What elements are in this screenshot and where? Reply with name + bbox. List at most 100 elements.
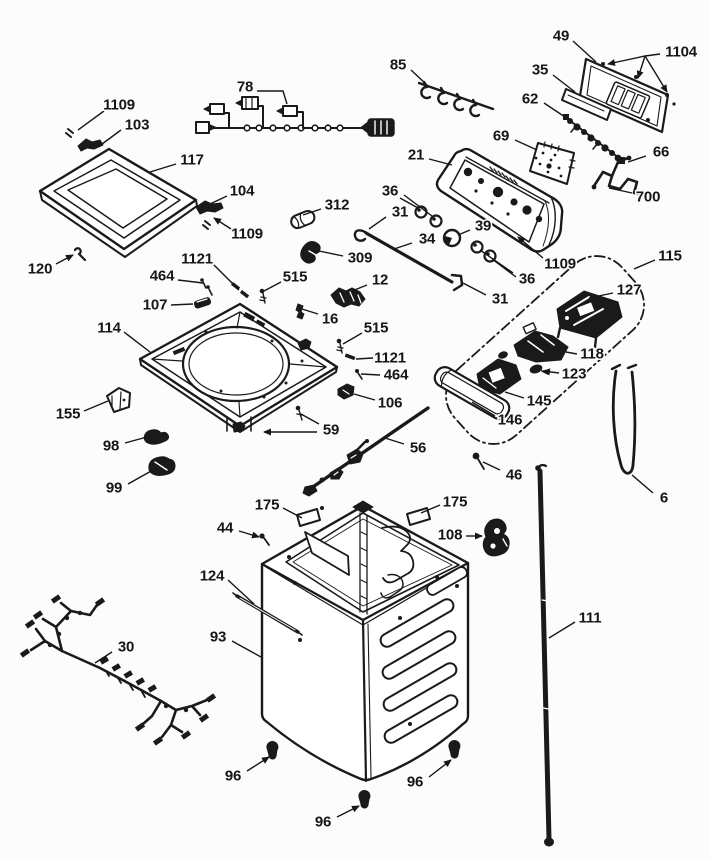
leader-line-175 — [282, 507, 303, 519]
leader-line-145 — [504, 391, 525, 399]
part-label-1121: 1121 — [181, 251, 213, 268]
screw-1109-right-icon — [202, 220, 211, 230]
leader-line-46 — [482, 461, 501, 471]
part-label-117: 117 — [180, 152, 204, 169]
leader-line-21 — [428, 158, 453, 166]
hose-6 — [610, 363, 638, 475]
hinge-103 — [77, 138, 104, 152]
rod-34-31 — [353, 229, 464, 292]
wire-harness-78 — [195, 96, 395, 137]
part-label-39: 39 — [475, 218, 491, 235]
leader-line-464 — [177, 279, 204, 284]
pad-99 — [148, 456, 176, 476]
leader-line-69 — [514, 139, 538, 151]
part-label-34: 34 — [419, 231, 436, 248]
lid-117-thickness — [39, 190, 198, 258]
diagram-artwork — [19, 57, 676, 847]
screw-120-icon — [73, 247, 87, 262]
part-label-115: 115 — [658, 248, 682, 265]
damper-107 — [193, 297, 212, 309]
leader-line-107 — [170, 303, 194, 306]
part-label-103: 103 — [125, 117, 149, 134]
screw-464-right-icon — [355, 369, 363, 380]
leader-line-123 — [542, 368, 560, 376]
leader-line-1109 — [213, 217, 232, 230]
lid-117-window — [67, 168, 168, 229]
leader-line-44 — [238, 530, 260, 539]
coupler-312 — [290, 209, 316, 230]
leader-line-175 — [420, 504, 441, 514]
leader-line-66 — [627, 155, 647, 163]
leader-line-106 — [353, 393, 376, 401]
leader-line-155 — [83, 400, 109, 412]
leader-line-103 — [97, 129, 122, 148]
part-label-31: 31 — [392, 204, 408, 221]
pin-16 — [295, 303, 305, 320]
screw-44-icon — [259, 533, 270, 546]
part-label-46: 46 — [506, 467, 522, 484]
leader-line-96 — [246, 756, 270, 772]
part-label-1109: 1109 — [231, 226, 263, 243]
screw-464-left-icon — [200, 278, 213, 296]
leader-line-36 — [491, 258, 517, 278]
leader-line-464 — [360, 373, 381, 376]
part-label-146: 146 — [498, 412, 522, 429]
leader-line-1104 — [607, 53, 661, 66]
pad-98 — [143, 429, 170, 445]
leader-line-120 — [55, 254, 74, 265]
leader-line-1121 — [355, 357, 374, 360]
part-label-93: 93 — [210, 629, 226, 646]
part-label-106: 106 — [378, 395, 402, 412]
part-label-118: 118 — [580, 346, 604, 363]
part-label-96: 96 — [315, 814, 331, 831]
leader-line-6 — [631, 474, 654, 494]
wire-harness-30 — [19, 594, 217, 746]
bracket-127 — [556, 290, 623, 349]
tube-111 — [535, 463, 554, 847]
part-label-111: 111 — [579, 610, 602, 627]
leader-line-31 — [462, 282, 487, 296]
part-label-96: 96 — [407, 774, 423, 791]
top-panel-114 — [138, 302, 339, 433]
part-label-96: 96 — [225, 768, 241, 785]
part-label-515: 515 — [283, 269, 307, 286]
wire-66-700 — [591, 155, 647, 198]
leader-line-85 — [410, 69, 428, 86]
part-label-464: 464 — [150, 268, 175, 285]
part-label-49: 49 — [553, 28, 569, 45]
part-label-56: 56 — [410, 440, 426, 457]
leader-line-312 — [302, 208, 322, 216]
leader-line-1109 — [77, 110, 105, 131]
part-label-120: 120 — [28, 261, 52, 278]
rod-56 — [302, 406, 430, 497]
leader-line-515 — [263, 281, 282, 292]
rod-124 — [232, 592, 303, 636]
leader-line-146 — [471, 401, 496, 417]
part-label-98: 98 — [103, 438, 119, 455]
part-label-123: 123 — [562, 366, 586, 383]
leader-line-59 — [300, 413, 320, 425]
part-label-21: 21 — [408, 147, 424, 164]
part-labels-layer: 1109103781171041109120854911043562696670… — [26, 26, 699, 832]
leader-line-49 — [572, 40, 597, 63]
part-label-78: 78 — [237, 79, 253, 96]
tag-175-left — [296, 508, 321, 527]
leader-line-1104 — [636, 55, 646, 79]
hinge-104 — [195, 200, 224, 215]
grommet-123 — [529, 364, 549, 375]
leader-line-36 — [399, 197, 419, 209]
part-label-145: 145 — [527, 393, 551, 410]
part-label-108: 108 — [438, 527, 462, 544]
leader-line-36 — [403, 194, 433, 217]
part-label-515: 515 — [364, 320, 388, 337]
lid-assembly — [38, 128, 224, 262]
part-label-36: 36 — [382, 183, 398, 200]
leader-line-96 — [336, 805, 360, 818]
part-label-36: 36 — [519, 271, 535, 288]
leader-line-56 — [384, 437, 405, 445]
bracket-155 — [106, 387, 131, 413]
leader-line-93 — [231, 640, 262, 658]
cabinet-93 — [260, 500, 470, 783]
